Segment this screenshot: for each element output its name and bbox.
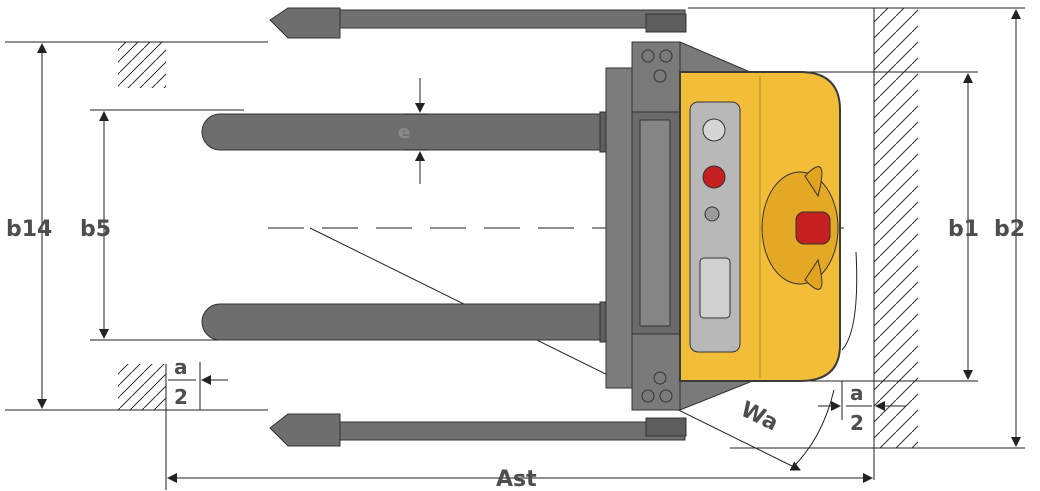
label-a-right: a: [850, 381, 864, 405]
pallet-corner-top-hatch: [118, 42, 166, 88]
outer-fork-bottom: [269, 413, 687, 447]
inner-fork-top: [201, 111, 625, 153]
inner-fork-bottom: [201, 301, 625, 343]
label-2-right: 2: [850, 411, 864, 435]
label-ast: Ast: [496, 467, 537, 491]
label-b5: b5: [80, 217, 111, 242]
label-a-left: a: [174, 355, 188, 379]
emergency-stop-button: [702, 165, 726, 189]
wa-turning-arc: [789, 251, 858, 471]
label-b14: b14: [6, 217, 52, 242]
drive-unit-hood: [679, 71, 841, 382]
wa-diagonal-line: [309, 227, 801, 471]
label-b1: b1: [948, 217, 979, 242]
aisle-wall-hatch: [874, 8, 918, 448]
tiller-handle: [761, 166, 839, 290]
label-wa: Wa: [737, 397, 782, 436]
label-e: e: [398, 122, 410, 143]
label-2-left: 2: [174, 385, 188, 409]
outer-fork-top: [269, 7, 687, 39]
pallet-corner-bottom-hatch: [118, 364, 166, 410]
label-b2: b2: [994, 217, 1025, 242]
